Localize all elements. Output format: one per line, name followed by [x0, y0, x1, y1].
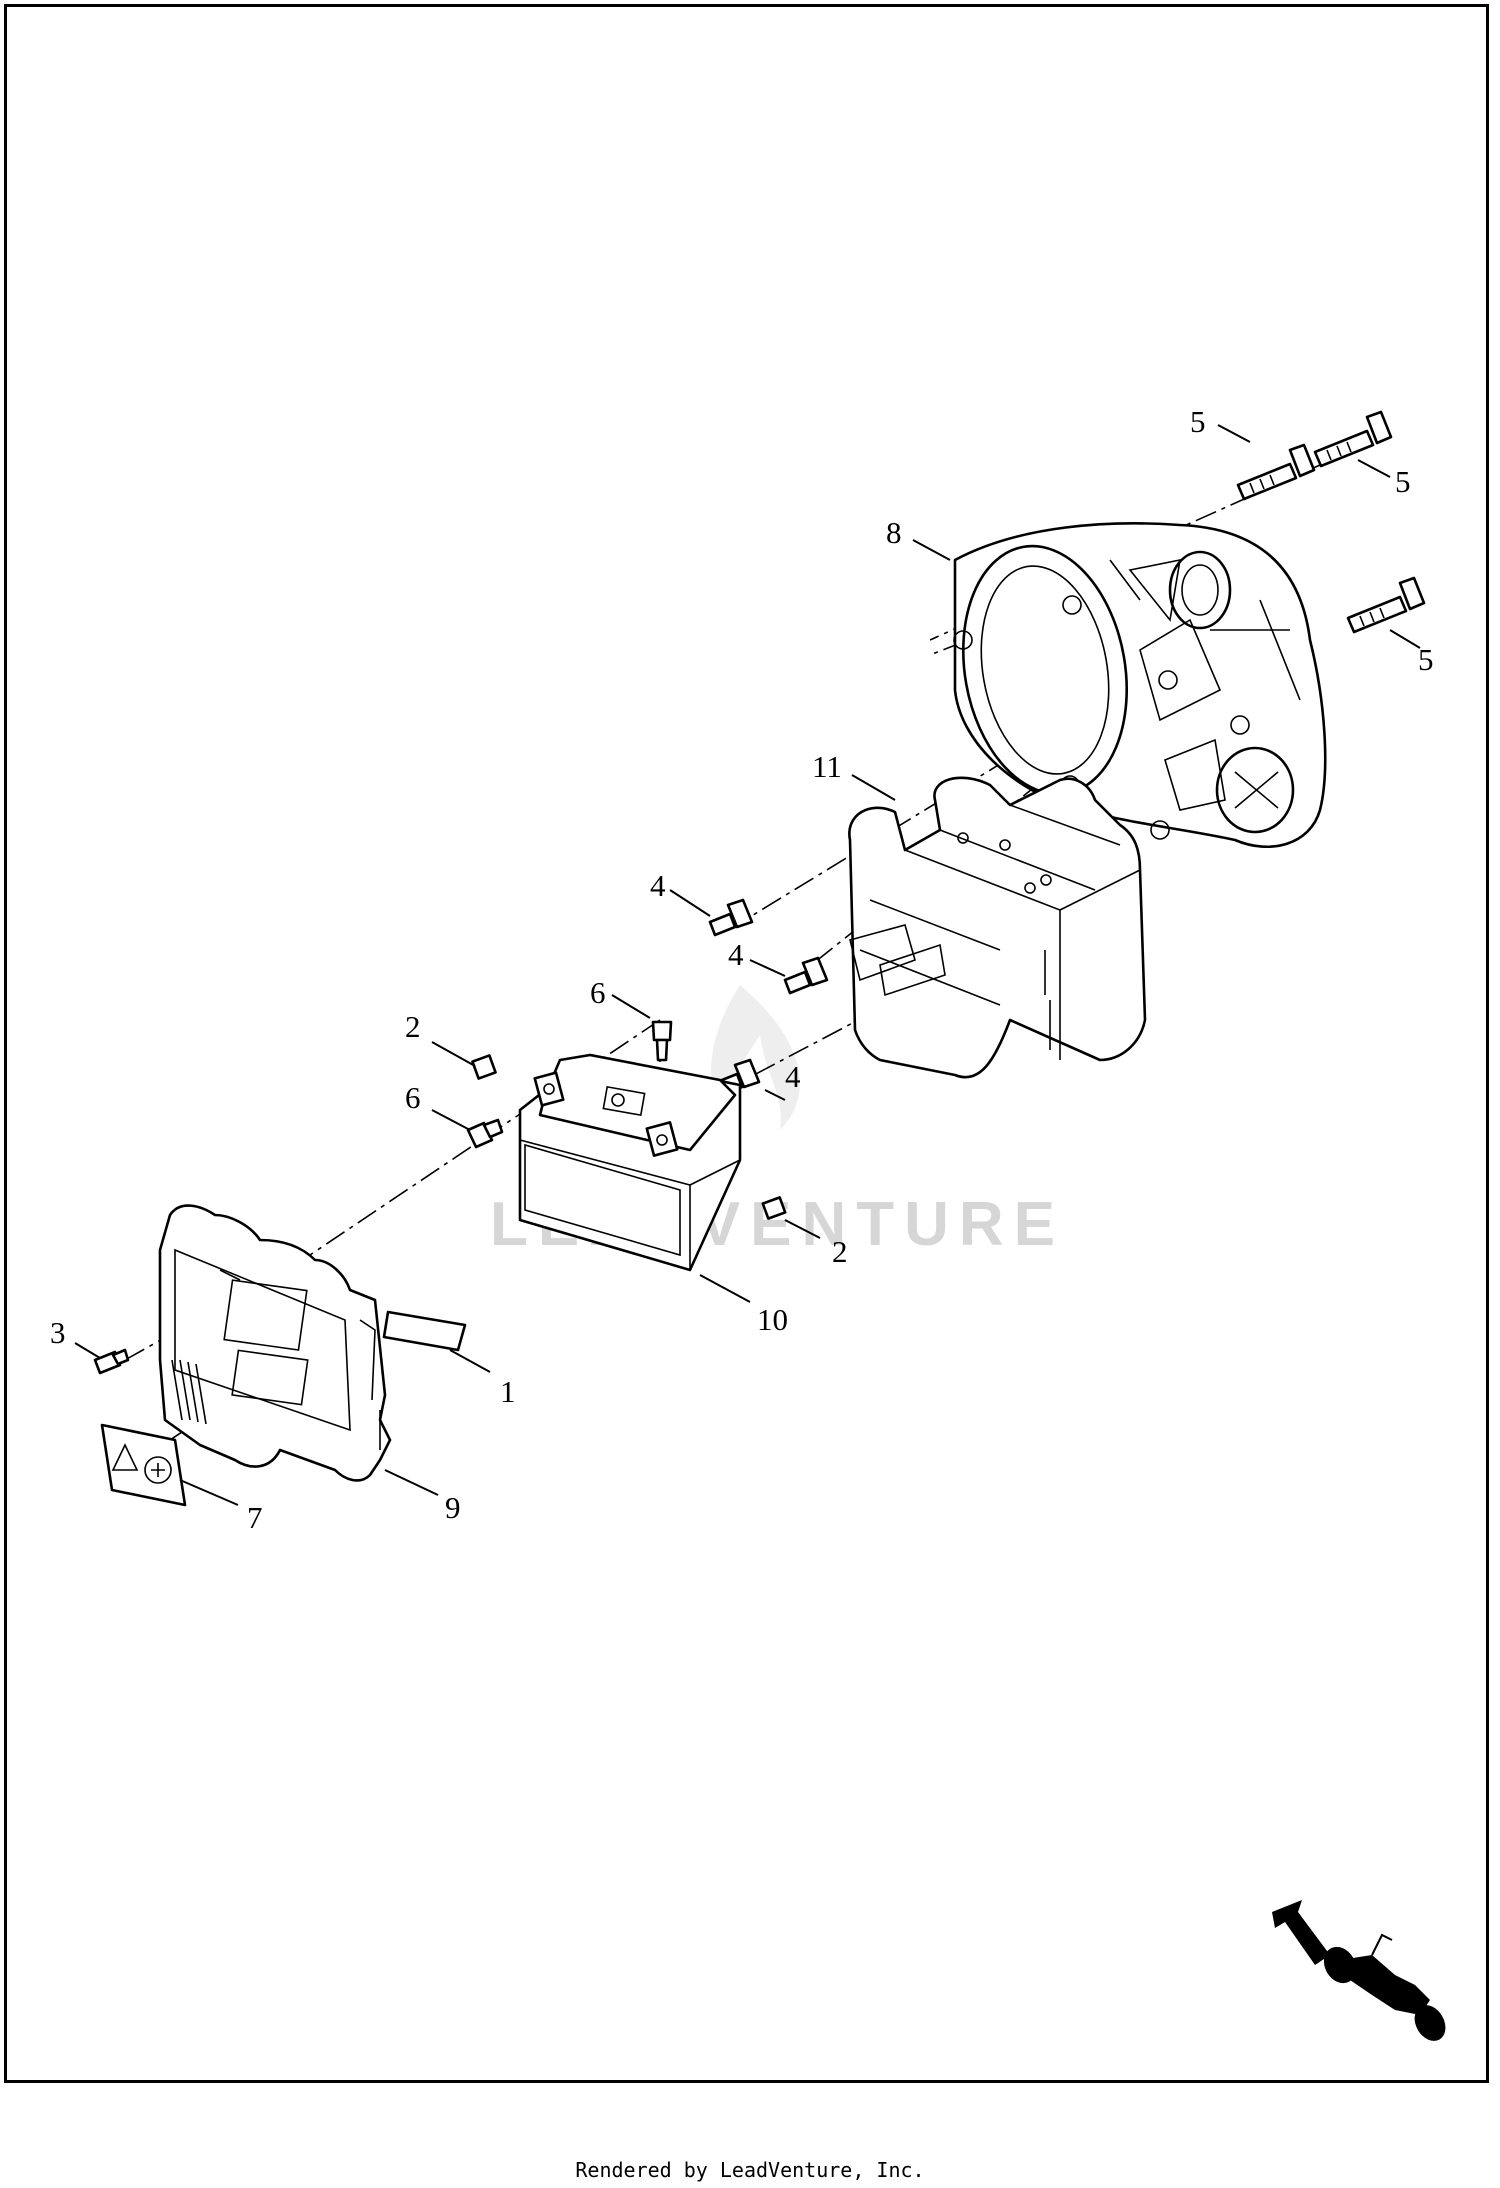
screw-3	[93, 1348, 130, 1375]
screw-4-top	[708, 898, 754, 937]
watermark-flame-logo	[711, 985, 800, 1130]
callout-3: 3	[50, 1315, 66, 1350]
diagram-frame	[4, 4, 1489, 2083]
callout-1: 1	[500, 1374, 516, 1409]
callout-8: 8	[886, 515, 902, 550]
screw-6-left	[466, 1118, 504, 1149]
bolt-5-upper-right	[1313, 410, 1393, 468]
callout-2-right: 2	[832, 1234, 848, 1269]
callout-6-left: 6	[405, 1080, 421, 1115]
callout-labels: 5 5 5 8 11 4 4 4 6 2 6 2 10 1 3 7 9	[50, 404, 1434, 1535]
screw-6-top	[651, 1020, 673, 1062]
callout-4-top: 4	[650, 868, 666, 903]
bolt-5-lower	[1346, 576, 1426, 634]
callout-4-middle: 4	[728, 937, 744, 972]
callout-7: 7	[247, 1500, 263, 1535]
callout-10: 10	[757, 1302, 788, 1337]
foam-pad-1	[382, 1310, 467, 1352]
bolt-5-upper-left	[1236, 443, 1316, 501]
callout-6-top: 6	[590, 975, 606, 1010]
callout-11: 11	[812, 749, 842, 784]
battery-10	[518, 1053, 742, 1272]
warning-label-7	[100, 1423, 187, 1507]
callout-2-left: 2	[405, 1009, 421, 1044]
nut-2-left	[471, 1054, 497, 1080]
battery-tray-11	[848, 776, 1147, 1079]
front-direction-arrow-icon	[1272, 1900, 1330, 1965]
callout-5-upper-right: 5	[1395, 464, 1411, 499]
mounting-bracket-8	[953, 522, 1327, 848]
leader-lines	[74, 424, 1421, 1506]
screw-4-middle	[783, 956, 829, 995]
callout-4-bottom: 4	[785, 1059, 801, 1094]
callout-9: 9	[445, 1490, 461, 1525]
motorcycle-icon	[1323, 1933, 1446, 2041]
nut-2-right	[761, 1196, 787, 1220]
callout-5-upper-left: 5	[1190, 404, 1206, 439]
callout-5-lower: 5	[1418, 642, 1434, 677]
footer-credit: Rendered by LeadVenture, Inc.	[575, 2158, 925, 2182]
battery-cover-9	[158, 1204, 392, 1482]
